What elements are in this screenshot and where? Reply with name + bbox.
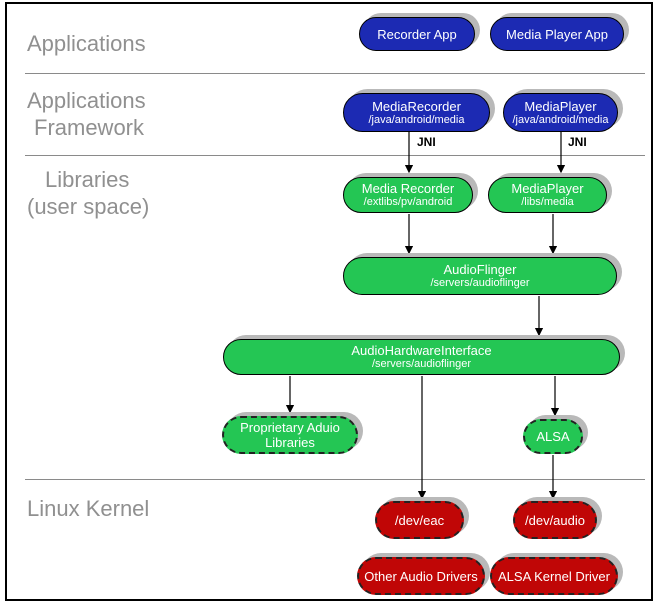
node-subtitle: /extlibs/pv/android bbox=[363, 196, 453, 208]
divider-kernel bbox=[25, 479, 645, 480]
node-title: /dev/audio bbox=[525, 512, 585, 528]
node-media-recorder-lib: Media Recorder /extlibs/pv/android bbox=[343, 177, 473, 213]
node-alsa-kernel-driver: ALSA Kernel Driver bbox=[490, 557, 618, 595]
diagram-frame bbox=[5, 2, 653, 601]
node-title: AudioHardwareInterface bbox=[351, 343, 492, 358]
node-media-player-app: Media Player App bbox=[490, 17, 624, 51]
node-proprietary-audio-libraries: Proprietary Aduio Libraries bbox=[222, 416, 358, 454]
node-other-audio-drivers: Other Audio Drivers bbox=[357, 557, 485, 595]
node-title: Recorder App bbox=[377, 26, 457, 42]
divider-framework bbox=[25, 155, 645, 156]
node-mediarecorder-framework: MediaRecorder /java/android/media bbox=[343, 93, 490, 132]
node-title: AudioFlinger bbox=[443, 262, 517, 277]
node-subtitle: /java/android/media bbox=[512, 113, 609, 126]
node-title: /dev/eac bbox=[394, 512, 445, 528]
node-recorder-app: Recorder App bbox=[359, 17, 475, 51]
node-subtitle: /java/android/media bbox=[368, 113, 465, 126]
divider-applications bbox=[25, 73, 645, 74]
node-title: Media Recorder bbox=[361, 181, 455, 196]
node-title-line2: Libraries bbox=[265, 435, 315, 450]
node-subtitle: /libs/media bbox=[521, 196, 574, 208]
node-subtitle: /servers/audioflinger bbox=[371, 358, 472, 370]
jni-label-player: JNI bbox=[568, 135, 587, 149]
node-title: ALSA bbox=[536, 429, 570, 444]
node-mediaplayer-framework: MediaPlayer /java/android/media bbox=[503, 93, 618, 132]
node-title: Media Player App bbox=[506, 26, 608, 42]
section-label-linux-kernel: Linux Kernel bbox=[27, 496, 150, 521]
node-audio-hardware-interface: AudioHardwareInterface /servers/audiofli… bbox=[223, 339, 620, 375]
section-label-libraries: Libraries (user space) bbox=[27, 167, 150, 219]
node-audioflinger: AudioFlinger /servers/audioflinger bbox=[343, 257, 617, 295]
node-title: MediaPlayer bbox=[511, 181, 584, 196]
node-title: ALSA Kernel Driver bbox=[498, 568, 610, 584]
node-title: MediaPlayer bbox=[524, 98, 597, 114]
node-title-line1: Proprietary Aduio bbox=[240, 420, 340, 435]
node-mediaplayer-lib: MediaPlayer /libs/media bbox=[488, 177, 607, 213]
section-label-applications-framework: Applications Framework bbox=[27, 88, 146, 140]
node-title: Other Audio Drivers bbox=[364, 568, 478, 584]
node-title: MediaRecorder bbox=[372, 98, 461, 114]
jni-label-recorder: JNI bbox=[417, 135, 436, 149]
node-dev-audio: /dev/audio bbox=[513, 501, 597, 539]
section-label-applications: Applications bbox=[27, 31, 146, 56]
node-alsa: ALSA bbox=[523, 419, 583, 454]
node-dev-eac: /dev/eac bbox=[375, 501, 464, 539]
node-subtitle: /servers/audioflinger bbox=[430, 277, 530, 289]
